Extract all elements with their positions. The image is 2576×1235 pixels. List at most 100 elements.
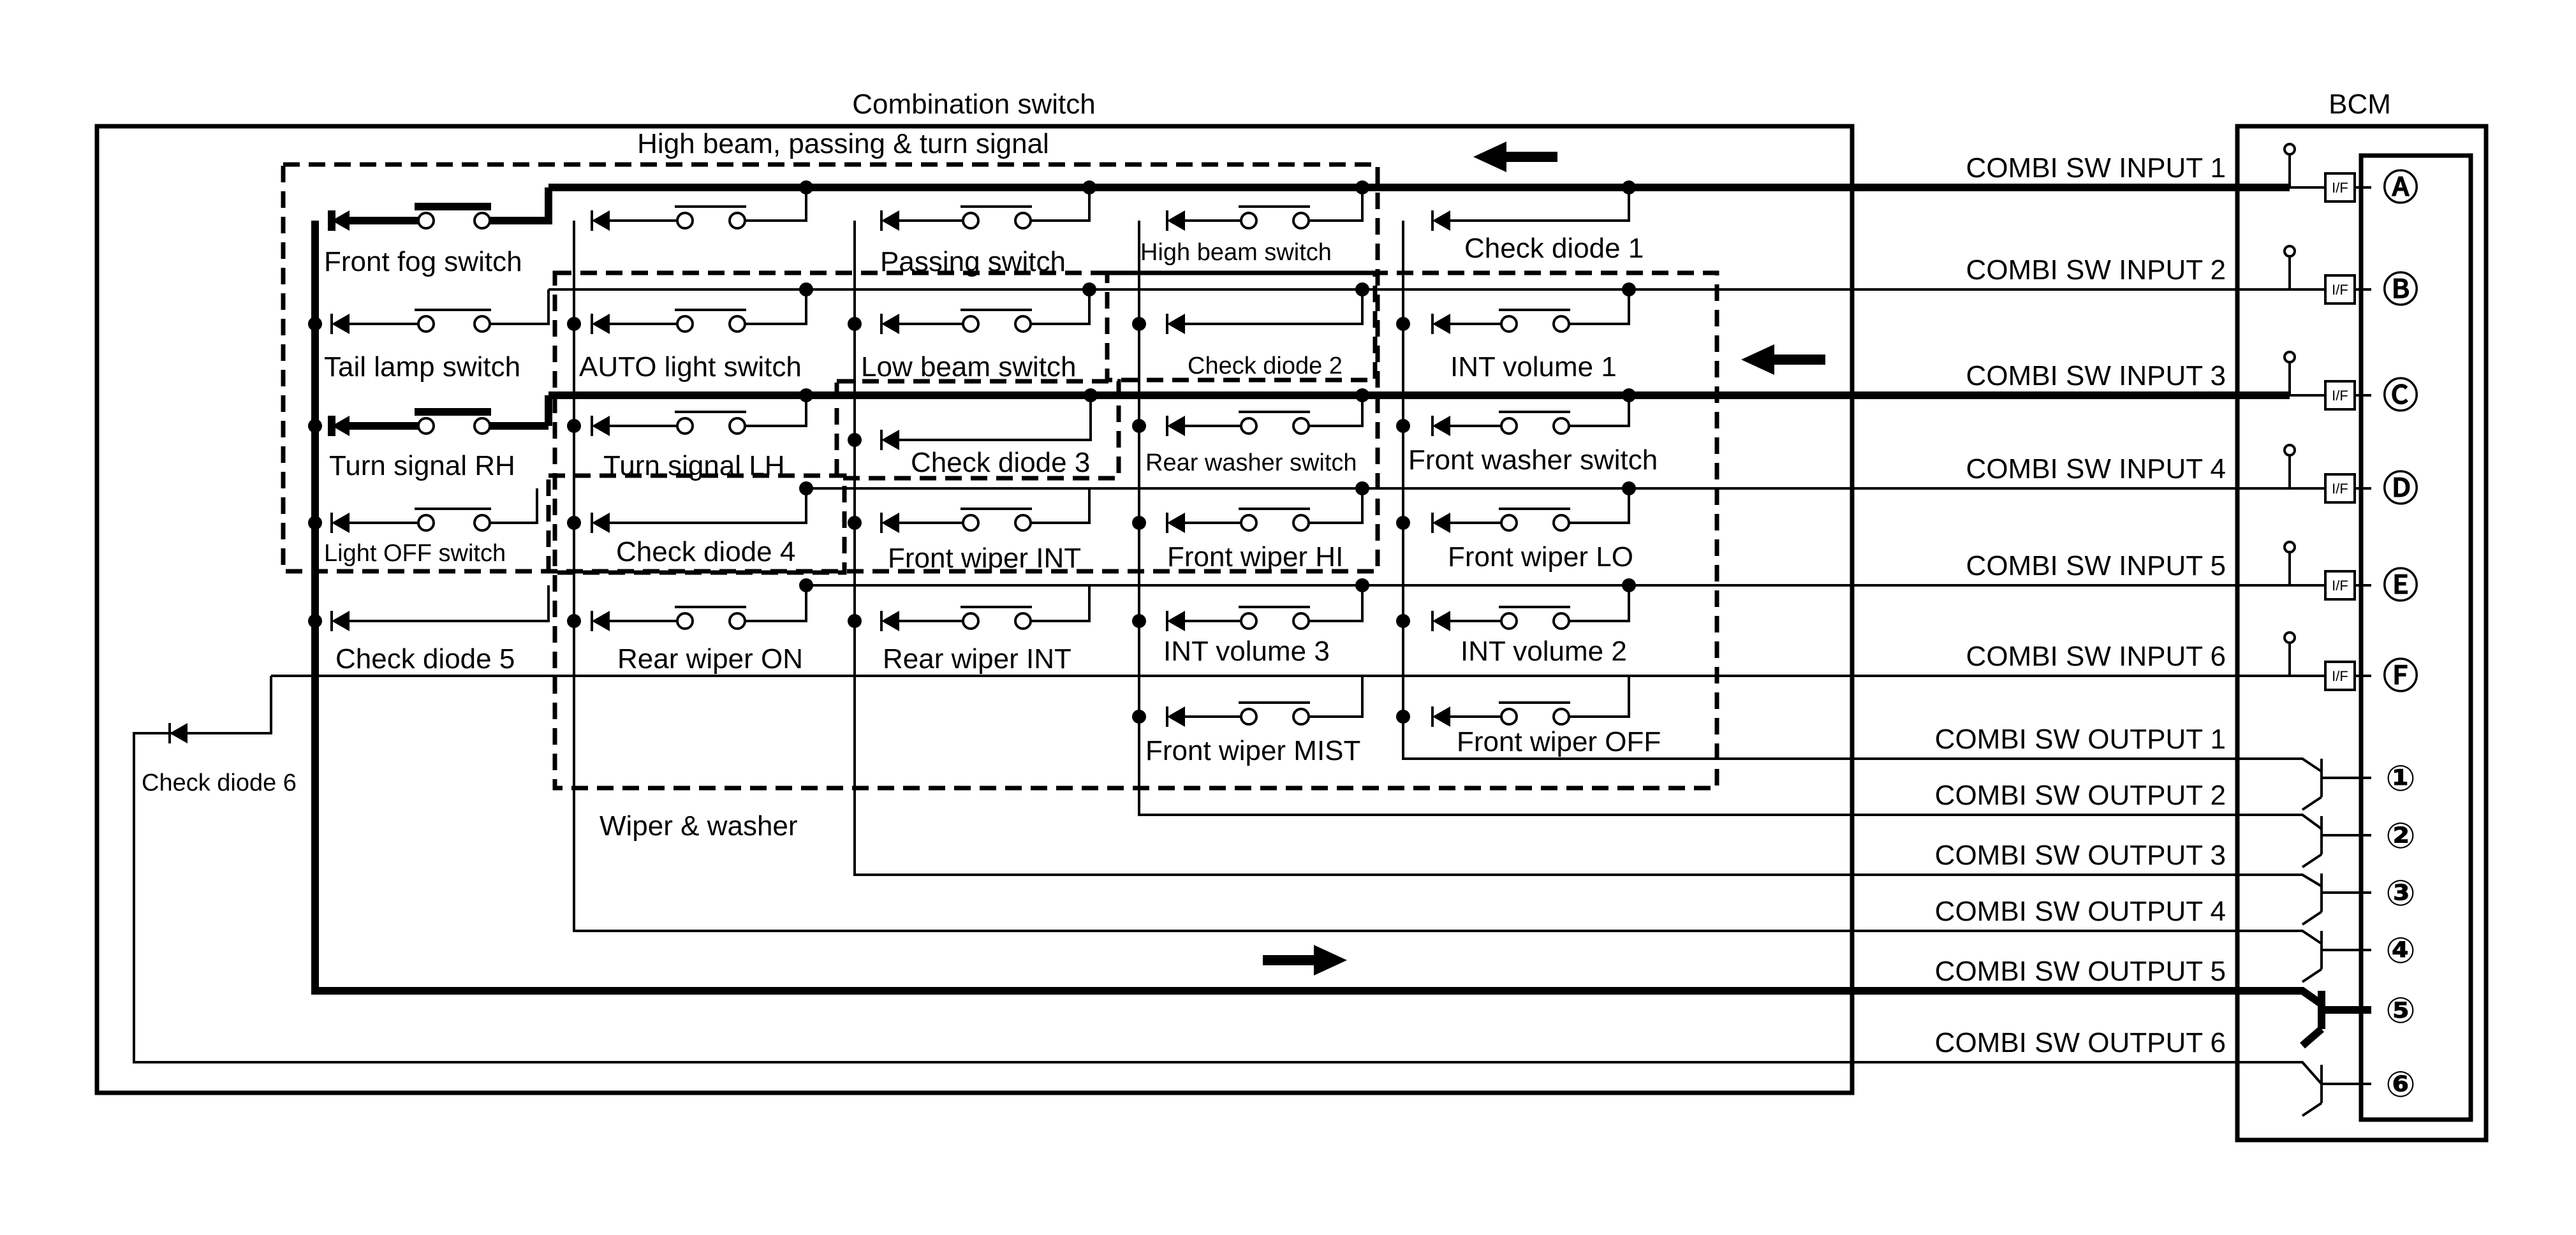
light-off-switch-label: Light OFF switch xyxy=(324,540,506,567)
int-volume-1-label: INT volume 1 xyxy=(1450,351,1617,383)
input-1-label: COMBI SW INPUT 1 xyxy=(1966,152,2226,184)
bcm-inner-box xyxy=(2359,153,2473,1122)
terminal-a: Ⓐ xyxy=(2383,168,2418,208)
front-wiper-lo xyxy=(1431,488,1630,533)
if-label-2: I/F xyxy=(2332,282,2348,298)
passing-switch-label: Passing switch xyxy=(880,246,1066,277)
output-5-wire xyxy=(311,221,2324,1007)
junction-dots xyxy=(308,180,1636,724)
low-beam-switch xyxy=(880,289,1091,334)
high-beam-group-label: High beam, passing & turn signal xyxy=(637,128,1049,159)
high-beam-switch-label: High beam switch xyxy=(1140,239,1332,266)
terminal-d: Ⓓ xyxy=(2383,469,2418,509)
passing-switch xyxy=(880,187,1091,231)
if-label-1: I/F xyxy=(2332,180,2348,196)
check-diode-6-wire xyxy=(133,676,2323,1085)
front-wiper-off-label: Front wiper OFF xyxy=(1457,726,1661,757)
output-2-wire xyxy=(1138,765,2323,830)
front-wiper-int-label: Front wiper INT xyxy=(888,543,1081,574)
front-wiper-int xyxy=(880,488,1091,533)
check-diode-4-box xyxy=(546,473,847,575)
tail-lamp-switch-label: Tail lamp switch xyxy=(324,351,520,383)
check-diode-4-label: Check diode 4 xyxy=(616,536,795,567)
flow-arrow-left-top xyxy=(1473,142,1557,172)
high-beam-switch xyxy=(1166,187,1364,231)
terminal-e: Ⓔ xyxy=(2383,566,2418,606)
bcm-input-interfaces xyxy=(2283,143,2371,691)
rear-washer-switch xyxy=(1166,395,1364,436)
check-diode-3-label: Check diode 3 xyxy=(911,447,1090,478)
check-diode-4 xyxy=(591,488,807,533)
output-3-wire xyxy=(853,765,2323,888)
check-diode-3-box xyxy=(834,379,1121,481)
if-label-5: I/F xyxy=(2332,578,2348,594)
input-6-label: COMBI SW INPUT 6 xyxy=(1966,641,2226,672)
tail-lamp-switch xyxy=(330,289,550,334)
check-diode-5 xyxy=(330,585,550,631)
wiper-group-label: Wiper & washer xyxy=(600,810,798,842)
bcm-title: BCM xyxy=(2329,89,2391,120)
check-diode-2 xyxy=(1166,289,1364,334)
check-diode-1-label: Check diode 1 xyxy=(1464,233,1644,264)
terminal-2: ② xyxy=(2385,815,2415,856)
front-wiper-mist xyxy=(1166,676,1364,727)
light-off-switch xyxy=(330,488,538,533)
terminal-4: ④ xyxy=(2385,930,2415,970)
flow-arrow-left-middle xyxy=(1741,344,1825,375)
input-4-label: COMBI SW INPUT 4 xyxy=(1966,453,2226,485)
output-1-wire xyxy=(1402,733,2323,773)
front-washer-switch-label: Front washer switch xyxy=(1408,444,1658,476)
terminal-c: Ⓒ xyxy=(2383,376,2418,416)
output-6-label: COMBI SW OUTPUT 6 xyxy=(1935,1027,2226,1058)
auto-light-switch-label: AUTO light switch xyxy=(579,351,802,383)
check-diode-3 xyxy=(880,395,1092,450)
front-fog-switch-label: Front fog switch xyxy=(324,246,522,277)
rear-wiper-on-label: Rear wiper ON xyxy=(617,643,803,675)
check-diode-2-label: Check diode 2 xyxy=(1188,353,1343,379)
wiper-group-box xyxy=(552,270,1719,791)
if-label-4: I/F xyxy=(2332,481,2348,497)
rear-wiper-int xyxy=(880,585,1091,631)
terminal-6: ⑥ xyxy=(2385,1064,2415,1104)
bcm-output-transistors xyxy=(2300,759,2371,1117)
terminal-f: Ⓕ xyxy=(2383,656,2418,696)
output-4-label: COMBI SW OUTPUT 4 xyxy=(1935,896,2226,927)
terminal-5: ⑤ xyxy=(2385,990,2415,1030)
turn-signal-rh xyxy=(328,408,548,436)
output-1-label: COMBI SW OUTPUT 1 xyxy=(1935,724,2226,755)
int-volume-3-label: INT volume 3 xyxy=(1163,636,1330,667)
output-2-label: COMBI SW OUTPUT 2 xyxy=(1935,780,2226,811)
check-diode-6 xyxy=(168,723,188,743)
flow-arrow-right-bottom xyxy=(1263,945,1347,976)
bcm-outer-box xyxy=(2235,124,2489,1143)
check-diode-6-label: Check diode 6 xyxy=(142,770,297,796)
combination-switch-box xyxy=(94,124,1855,1095)
front-wiper-lo-label: Front wiper LO xyxy=(1448,541,1633,573)
front-wiper-mist-label: Front wiper MIST xyxy=(1145,735,1360,766)
input-2-label: COMBI SW INPUT 2 xyxy=(1966,254,2226,286)
combination-switch-title: Combination switch xyxy=(852,89,1096,120)
int-volume-2-label: INT volume 2 xyxy=(1461,636,1627,667)
input-5-label: COMBI SW INPUT 5 xyxy=(1966,550,2226,581)
turn-signal-lh-label: Turn signal LH xyxy=(603,450,785,481)
front-wiper-hi xyxy=(1166,488,1364,533)
check-diode-5-label: Check diode 5 xyxy=(335,643,515,675)
if-label-3: I/F xyxy=(2332,388,2348,404)
int-volume-1 xyxy=(1431,289,1630,334)
input-3-label: COMBI SW INPUT 3 xyxy=(1966,360,2226,391)
low-beam-switch-label: Low beam switch xyxy=(861,351,1076,383)
if-label-6: I/F xyxy=(2332,668,2348,684)
turn-signal-rh-label: Turn signal RH xyxy=(329,450,515,481)
output-3-label: COMBI SW OUTPUT 3 xyxy=(1935,840,2226,871)
rear-wiper-int-label: Rear wiper INT xyxy=(883,643,1071,675)
rear-wiper-on xyxy=(591,585,807,631)
high-beam-group-box xyxy=(281,162,1380,574)
output-4-wire xyxy=(573,765,2323,945)
rear-washer-switch-label: Rear washer switch xyxy=(1145,449,1357,476)
front-fog-switch xyxy=(328,187,552,231)
terminal-b: Ⓑ xyxy=(2383,270,2418,310)
front-wiper-hi-label: Front wiper HI xyxy=(1167,541,1343,573)
int-volume-2 xyxy=(1431,585,1630,631)
check-diode-1 xyxy=(1431,187,1630,231)
